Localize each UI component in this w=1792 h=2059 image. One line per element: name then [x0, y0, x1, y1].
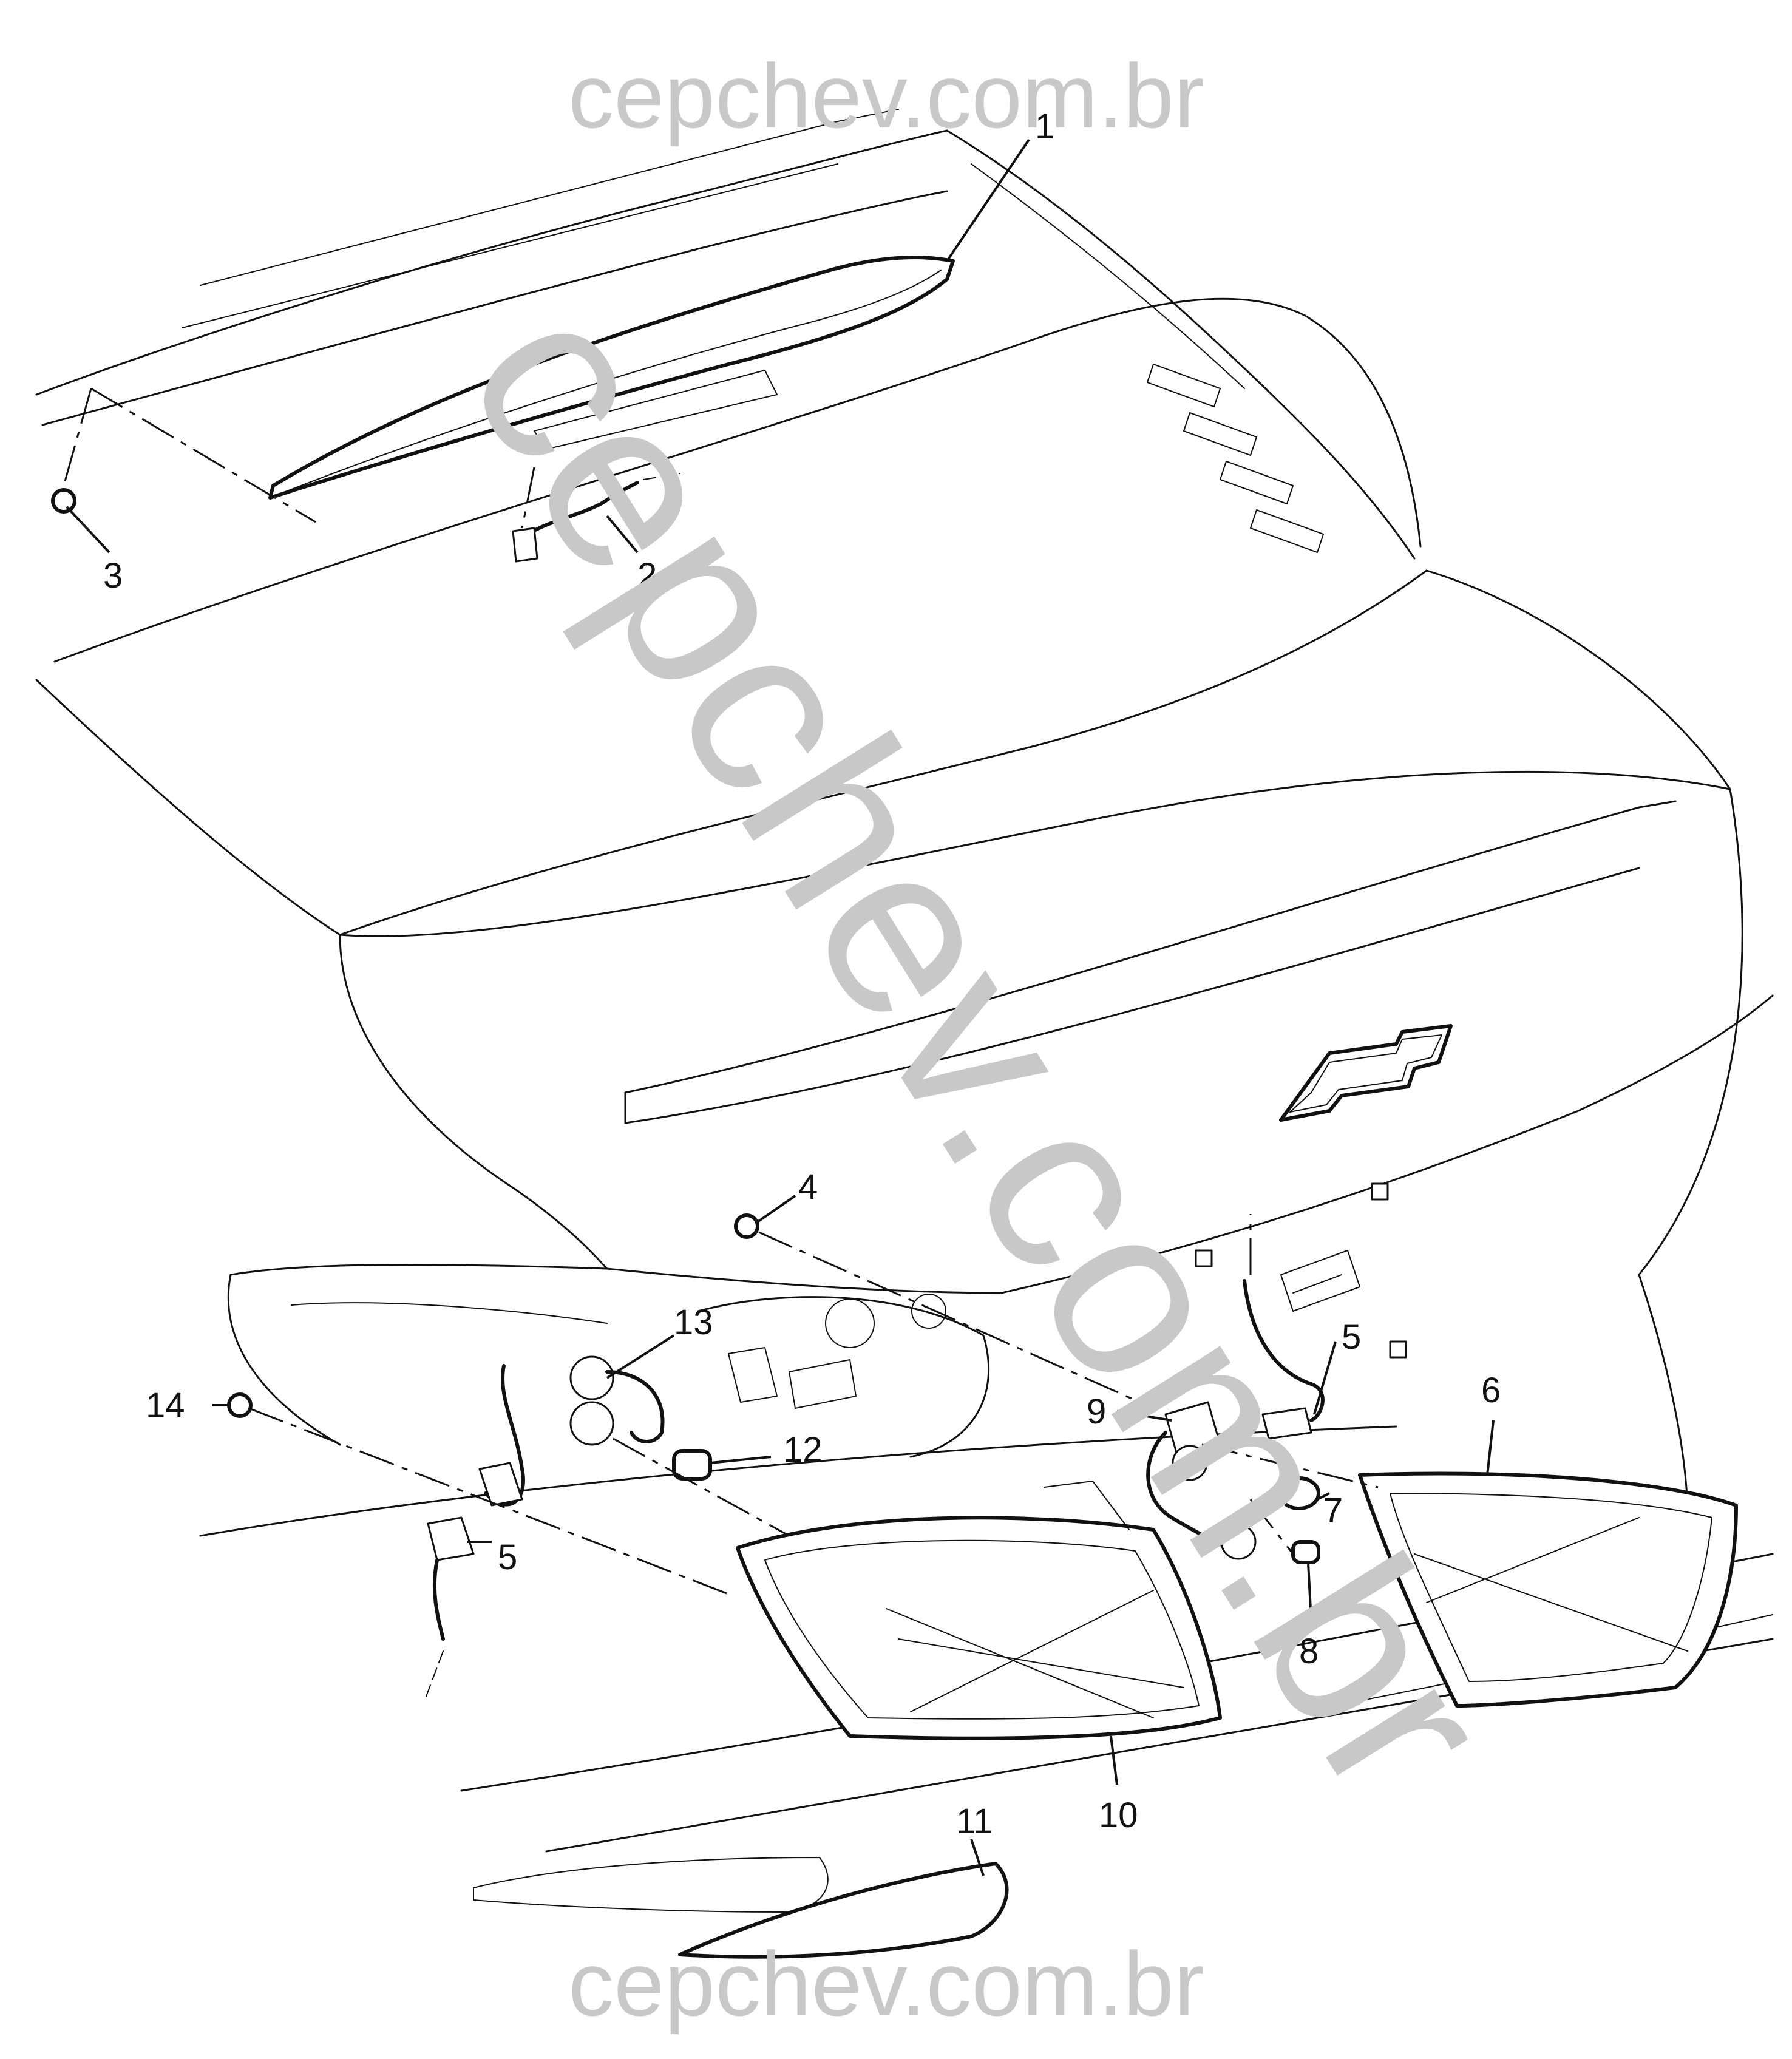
- callout-9: 9: [1087, 1392, 1106, 1431]
- callout-5-right: 5: [1342, 1317, 1361, 1357]
- callout-12: 12: [783, 1430, 823, 1470]
- part-9-socket: [1146, 1401, 1257, 1560]
- leader-lines: [66, 138, 1495, 1876]
- callout-3: 3: [103, 556, 123, 595]
- callout-11: 11: [956, 1802, 993, 1841]
- callout-4: 4: [798, 1167, 818, 1207]
- part-11-reflector: [473, 1857, 1009, 1959]
- callout-14: 14: [146, 1386, 185, 1425]
- callout-13: 13: [674, 1303, 713, 1342]
- callout-2: 2: [637, 556, 657, 595]
- assembly-lines: [63, 387, 1379, 1598]
- watermark-top: cepchev.com.br: [568, 45, 1204, 147]
- part-2-wiring-harness: [512, 473, 680, 563]
- callout-labels: 1 2 3 4 5 5 6 7 8 9 10 11 12 13 14: [103, 107, 1501, 1841]
- callout-5-left: 5: [498, 1538, 517, 1577]
- callout-8: 8: [1299, 1632, 1319, 1671]
- part-5-harness-right: [1243, 1279, 1325, 1440]
- callout-6: 6: [1481, 1371, 1501, 1410]
- callout-1: 1: [1035, 107, 1054, 146]
- part-10-outer-tail-lamp: [736, 1481, 1222, 1740]
- part-5-socket-left: [424, 1516, 475, 1700]
- part-14-nut: [227, 1392, 253, 1418]
- part-3-nut: [51, 488, 76, 514]
- part-1-high-mount-stop-lamp: [268, 256, 955, 500]
- part-4-nut: [734, 1213, 759, 1239]
- part-12-bulb: [672, 1449, 712, 1481]
- part-13-socket-harness: [478, 1355, 665, 1507]
- part-6-inner-tail-lamp: [1358, 1471, 1738, 1708]
- callout-7: 7: [1323, 1491, 1343, 1530]
- emblem-icon: [1279, 1024, 1453, 1122]
- callout-10: 10: [1099, 1796, 1138, 1835]
- part-8-bulb: [1291, 1540, 1320, 1564]
- watermark-bottom: cepchev.com.br: [568, 1933, 1204, 2035]
- part-7-bulb: [1278, 1476, 1320, 1510]
